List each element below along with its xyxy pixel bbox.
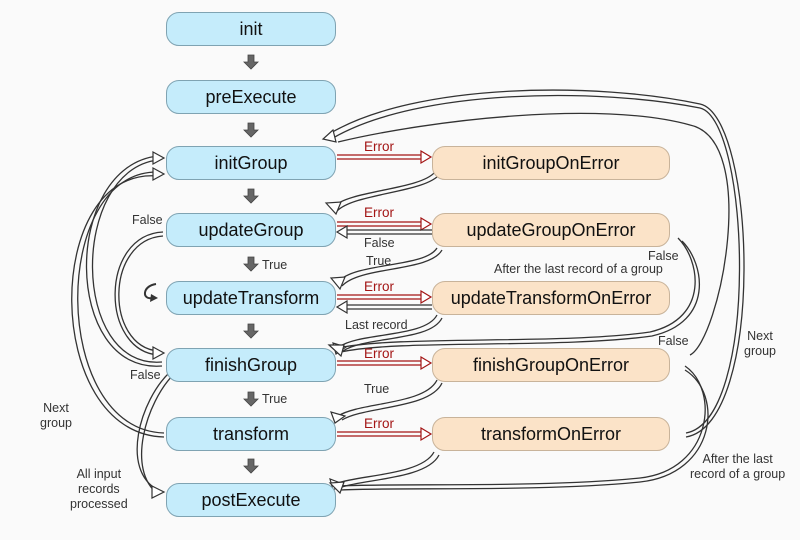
label-true-updategrouperror: True xyxy=(366,254,392,268)
node-preexecute[interactable]: preExecute xyxy=(166,80,336,114)
error-arrows xyxy=(337,154,422,437)
return-arrow-updategroup xyxy=(346,229,432,235)
label-true-finishgrouperror: True xyxy=(364,382,390,396)
down-arrow-initgroup xyxy=(243,188,259,204)
curved-connectors xyxy=(71,89,745,495)
down-arrow-updatetransform xyxy=(243,323,259,339)
label-next-group-right: Next group xyxy=(744,329,776,358)
self-loop-updatetransform xyxy=(144,283,157,300)
loop-finishgrouperror-to-postexecute xyxy=(337,365,706,487)
error-arrow-updategroup xyxy=(337,221,422,227)
label-false-finishgrouperror: False xyxy=(658,334,689,348)
return-arrow-updatetransform xyxy=(346,304,432,310)
label-all-input-processed: All input records processed xyxy=(70,467,128,511)
node-updategrouponerror[interactable]: updateGroupOnError xyxy=(432,213,670,247)
label-next-group-left: Next group xyxy=(40,401,72,430)
error-arrow-transform xyxy=(337,431,422,437)
curve-initgrouperror-to-updategroup xyxy=(332,171,436,208)
label-true-finishgroup: True xyxy=(262,392,288,406)
node-postexecute[interactable]: postExecute xyxy=(166,483,336,517)
down-arrow-preexecute xyxy=(243,122,259,138)
error-label-initgroup: Error xyxy=(364,139,394,154)
loop-transform-to-initgroup xyxy=(332,94,741,434)
node-initgrouponerror[interactable]: initGroupOnError xyxy=(432,146,670,180)
loop-finishgrouperror-false xyxy=(337,112,730,356)
node-finishgrouponerror[interactable]: finishGroupOnError xyxy=(432,348,670,382)
label-false-right-updategrouperror: False xyxy=(648,249,679,263)
label-false-finishgroup: False xyxy=(130,368,161,382)
label-after-last-record: After the last record of a group xyxy=(494,262,663,276)
error-label-finishgroup: Error xyxy=(364,346,394,361)
label-after-last-record-bottom: After the last record of a group xyxy=(690,452,786,481)
node-init[interactable]: init xyxy=(166,12,336,46)
node-initgroup[interactable]: initGroup xyxy=(166,146,336,180)
node-updategroup[interactable]: updateGroup xyxy=(166,213,336,247)
error-arrow-finishgroup xyxy=(337,360,422,366)
error-label-transform: Error xyxy=(364,416,394,431)
return-arrows xyxy=(346,229,432,310)
node-transform[interactable]: transform xyxy=(166,417,336,451)
curve-updatetransformerror-to-finishgroup xyxy=(338,314,438,348)
loop-updategroup-false xyxy=(114,231,164,356)
curve-transformerror-to-postexecute xyxy=(337,451,435,484)
node-transformonerror[interactable]: transformOnError xyxy=(432,417,670,451)
label-true-updategroup: True xyxy=(262,258,288,272)
label-false-updategrouperror: False xyxy=(364,236,395,250)
error-arrow-initgroup xyxy=(337,154,422,160)
down-arrow-updategroup xyxy=(243,256,259,272)
error-label-updatetransform: Error xyxy=(364,279,394,294)
loop-finishgroup-to-initgroup xyxy=(91,159,163,363)
node-updatetransform[interactable]: updateTransform xyxy=(166,281,336,315)
down-arrows xyxy=(243,54,259,474)
label-last-record: Last record xyxy=(345,318,408,332)
label-false-updategroup: False xyxy=(132,213,163,227)
error-arrow-updatetransform xyxy=(337,294,422,300)
down-arrow-transform xyxy=(243,458,259,474)
node-updatetransformonerror[interactable]: updateTransformOnError xyxy=(432,281,670,315)
down-arrow-init xyxy=(243,54,259,70)
loop-updategrouperror-to-finishgroup xyxy=(337,237,696,349)
curve-finishgrouperror-to-transform xyxy=(337,379,438,417)
node-finishgroup[interactable]: finishGroup xyxy=(166,348,336,382)
down-arrow-finishgroup xyxy=(243,391,259,407)
error-label-updategroup: Error xyxy=(364,205,394,220)
